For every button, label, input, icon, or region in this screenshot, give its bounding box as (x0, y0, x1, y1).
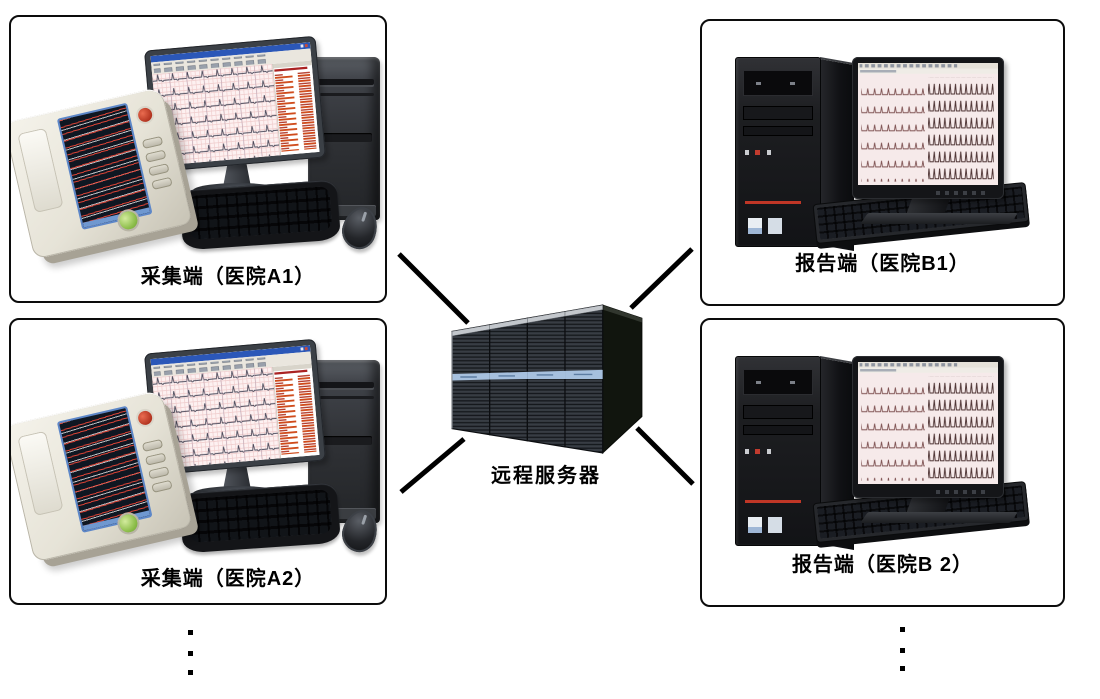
keyboard-keys (187, 186, 333, 240)
ecg-power-button (137, 106, 154, 124)
ecg-report-screen (858, 362, 998, 484)
ellipsis-dot (188, 630, 193, 635)
reporter-b1-label: 报告端（医院B1） (795, 253, 970, 275)
drive-bay (743, 106, 813, 120)
optical-drive (743, 369, 813, 395)
ellipsis-dot (900, 648, 905, 653)
ecg-machine-screen (57, 102, 153, 230)
reporter-b1-box: 报告端（医院B1） (700, 19, 1065, 306)
ecg-paper-tray (17, 430, 65, 517)
drive-bay-slot (314, 396, 374, 399)
drive-bay (743, 425, 813, 435)
ellipsis-dot (188, 670, 193, 675)
keyboard-illustration (179, 179, 341, 251)
ecg-machine-illustration (11, 86, 193, 260)
ecg-software-monitor (144, 338, 326, 476)
ecg-report-screen (858, 63, 998, 185)
reporter-b2-label: 报告端（医院B 2） (791, 554, 974, 576)
server-label: 远程服务器 (491, 465, 601, 487)
tower-pc-illustration (735, 350, 855, 550)
tower-base (312, 205, 376, 216)
ecg-machine-illustration (11, 389, 193, 563)
tower-front-panel (735, 356, 821, 546)
brand-stickers (748, 218, 762, 234)
ecg-report-monitor (852, 356, 1004, 498)
collector-a1-illustration (11, 17, 385, 301)
front-io-ports (745, 150, 797, 155)
tower-front-panel (735, 57, 821, 247)
optical-drive-slot (314, 382, 374, 388)
drive-bay (743, 405, 813, 419)
ecg-power-button (137, 409, 154, 427)
collector-a2-illustration (11, 320, 385, 603)
ecg-software-screen (150, 345, 320, 469)
reporter-b1-illustration (702, 21, 1063, 304)
ellipsis-dot (900, 666, 905, 671)
front-ports-panel (316, 436, 372, 445)
optical-drive-slot (314, 79, 374, 85)
ecg-software-monitor (144, 35, 326, 173)
red-accent-stripe (745, 201, 801, 204)
monitor-stand-base (860, 512, 1018, 523)
reporter-b2-box: 报告端（医院B 2） (700, 318, 1065, 607)
ellipsis-dot (900, 627, 905, 632)
server-rack-illustration (450, 297, 646, 459)
front-ports-panel (316, 133, 372, 142)
ecg-software-screen (150, 42, 320, 166)
tower-pc-illustration (735, 51, 855, 251)
drive-bay (743, 126, 813, 136)
collector-a1-box: 采集端（医院A1） (9, 15, 387, 303)
ecg-machine-screen (57, 405, 153, 533)
collector-a2-box: 采集端（医院A2） (9, 318, 387, 605)
front-io-ports (745, 449, 797, 454)
ecg-paper-tray (17, 127, 65, 214)
red-accent-stripe (745, 500, 801, 503)
reporter-b2-illustration (702, 320, 1063, 605)
brand-stickers (748, 517, 762, 533)
monitor-stand-base (860, 213, 1018, 224)
keyboard-keys (187, 489, 333, 543)
keyboard-illustration (179, 482, 341, 554)
ecg-report-monitor (852, 57, 1004, 199)
optical-drive (743, 70, 813, 96)
tower-base (312, 508, 376, 519)
drive-bay-slot (314, 93, 374, 96)
ellipsis-dot (188, 651, 193, 656)
collector-a1-label: 采集端（医院A1） (140, 266, 316, 288)
collector-a2-label: 采集端（医院A2） (140, 568, 316, 590)
